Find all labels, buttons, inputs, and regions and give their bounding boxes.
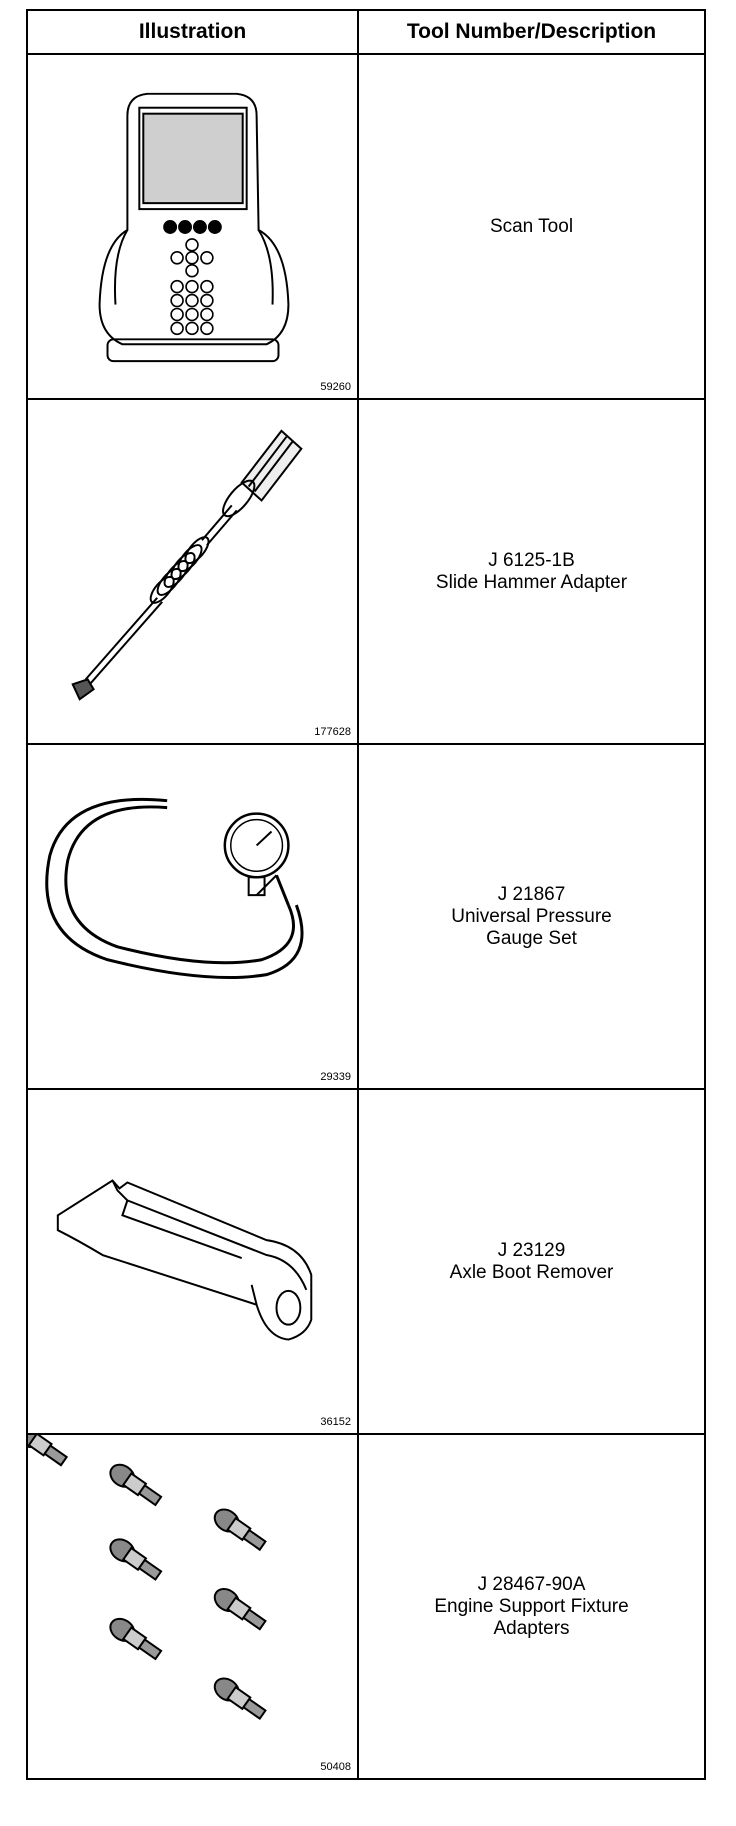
description-cell: J 6125-1B Slide Hammer Adapter bbox=[357, 398, 706, 745]
tool-number: J 28467-90A bbox=[477, 1573, 586, 1595]
table-header-row: Illustration Tool Number/Description bbox=[26, 9, 706, 55]
tool-description: Engine Support Fixture bbox=[434, 1595, 629, 1617]
pressure-gauge-icon bbox=[45, 797, 304, 979]
tool-description: Scan Tool bbox=[489, 215, 574, 237]
figure-number: 177628 bbox=[314, 726, 351, 738]
illustration-cell: 50408 bbox=[26, 1433, 359, 1780]
table-row: 50408 J 28467-90A Engine Support Fixture… bbox=[26, 1433, 706, 1780]
tool-description: Axle Boot Remover bbox=[449, 1261, 614, 1283]
fixture-adapters-icon bbox=[28, 1435, 267, 1720]
description-cell: J 21867 Universal Pressure Gauge Set bbox=[357, 743, 706, 1090]
tool-number: J 21867 bbox=[497, 883, 566, 905]
table-row: 29339 J 21867 Universal Pressure Gauge S… bbox=[26, 743, 706, 1090]
figure-number: 36152 bbox=[320, 1416, 351, 1428]
description-cell: J 23129 Axle Boot Remover bbox=[357, 1088, 706, 1435]
scan-tool-icon bbox=[98, 92, 290, 363]
description-cell: Scan Tool bbox=[357, 53, 706, 400]
illustration-cell: 29339 bbox=[26, 743, 359, 1090]
special-tools-table: Illustration Tool Number/Description bbox=[26, 9, 706, 1780]
tool-number: J 6125-1B bbox=[488, 549, 575, 571]
tool-description: Universal Pressure bbox=[451, 905, 612, 927]
tool-description: Slide Hammer Adapter bbox=[435, 571, 628, 593]
table-row: 177628 J 6125-1B Slide Hammer Adapter bbox=[26, 398, 706, 745]
tool-description-line2: Gauge Set bbox=[486, 927, 577, 949]
slide-hammer-icon bbox=[71, 429, 303, 701]
tool-number: J 23129 bbox=[497, 1239, 566, 1261]
header-description: Tool Number/Description bbox=[357, 9, 706, 55]
tool-description-line2: Adapters bbox=[493, 1617, 570, 1639]
description-cell: J 28467-90A Engine Support Fixture Adapt… bbox=[357, 1433, 706, 1780]
figure-number: 59260 bbox=[320, 381, 351, 393]
illustration-cell: 177628 bbox=[26, 398, 359, 745]
figure-number: 50408 bbox=[320, 1761, 351, 1773]
illustration-cell: 59260 bbox=[26, 53, 359, 400]
figure-number: 29339 bbox=[320, 1071, 351, 1083]
table-row: 36152 J 23129 Axle Boot Remover bbox=[26, 1088, 706, 1435]
illustration-cell: 36152 bbox=[26, 1088, 359, 1435]
header-illustration: Illustration bbox=[26, 9, 359, 55]
table-row: 59260 Scan Tool bbox=[26, 53, 706, 400]
boot-remover-icon bbox=[56, 1179, 313, 1341]
